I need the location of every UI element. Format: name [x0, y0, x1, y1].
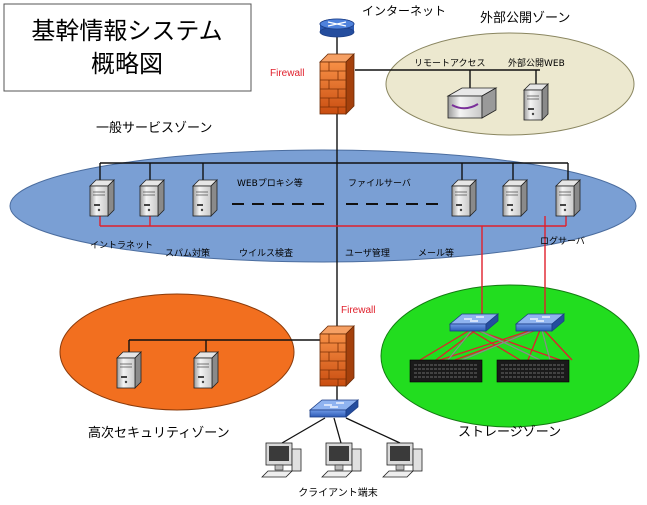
top-firewall-icon — [319, 53, 355, 115]
security-zone-title: 高次セキュリティゾーン — [88, 425, 230, 441]
client-pc-2-icon — [321, 442, 362, 478]
security-zone — [59, 293, 295, 411]
general-zone-title: 一般サービスゾーン — [96, 120, 212, 136]
storage-array-2-icon — [496, 359, 570, 383]
title-box — [3, 3, 252, 92]
client-pc-3-icon — [382, 442, 423, 478]
virus-server-icon — [192, 179, 218, 217]
mail-label: メール等 — [418, 247, 454, 259]
remote-access-icon — [446, 87, 498, 119]
client-switch-icon — [309, 399, 359, 418]
log-server-icon — [555, 179, 581, 217]
log-server-label: ログサーバ — [540, 235, 585, 247]
client-pc-1-icon — [261, 442, 302, 478]
spam-server-icon — [139, 179, 165, 217]
public-zone — [385, 32, 635, 136]
client-links — [281, 417, 401, 444]
storage-zone-title: ストレージゾーン — [458, 425, 561, 440]
public-web-label: 外部公開WEB — [508, 57, 565, 69]
spam-label: スパム対策 — [165, 247, 210, 259]
mail-server-icon — [502, 179, 528, 217]
public-zone-title: 外部公開ゾーン — [480, 11, 570, 26]
storage-mesh-gray — [447, 329, 551, 361]
general-server-links — [99, 163, 569, 180]
internet-label: インターネット — [362, 4, 446, 18]
top-firewall-label: Firewall — [270, 68, 304, 79]
file-server-label: ファイルサーバ — [348, 178, 411, 189]
user-mgmt-label: ユーザ管理 — [345, 247, 390, 259]
mid-firewall-label: Firewall — [341, 305, 375, 316]
web-proxy-label: WEBプロキシ等 — [237, 177, 303, 189]
mid-firewall-icon — [319, 325, 355, 387]
virus-label: ウイルス検査 — [239, 247, 293, 259]
title-line-1: 基幹情報システム — [31, 17, 222, 45]
internet-router-icon — [319, 18, 355, 38]
general-service-zone — [9, 149, 637, 263]
remote-access-label: リモートアクセス — [414, 58, 486, 69]
public-web-server-icon — [523, 83, 549, 121]
user-server-icon — [451, 179, 477, 217]
intranet-server-icon — [89, 179, 115, 217]
storage-mesh-red — [419, 329, 573, 361]
storage-network-lines — [99, 216, 567, 314]
title-line-2: 概略図 — [91, 50, 163, 78]
storage-array-1-icon — [409, 359, 483, 383]
secure-server-1-icon — [116, 351, 142, 389]
storage-zone — [380, 284, 640, 428]
clients-label: クライアント端末 — [298, 486, 378, 499]
secure-server-2-icon — [193, 351, 219, 389]
intranet-label: イントラネット — [90, 240, 153, 251]
